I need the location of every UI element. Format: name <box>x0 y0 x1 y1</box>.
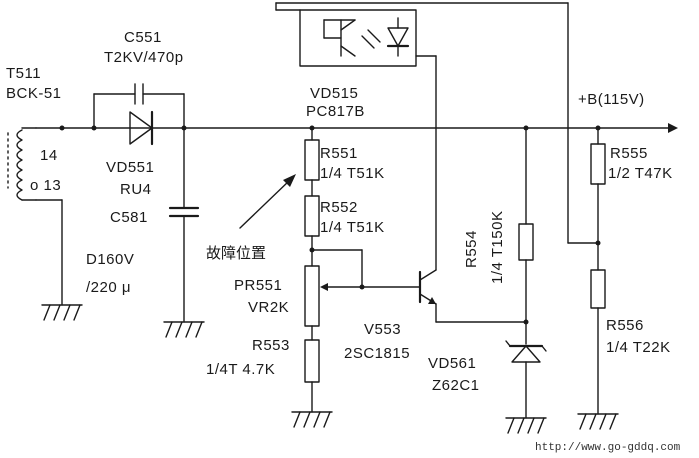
capacitor-c581 <box>163 127 205 338</box>
label-r556: R556 <box>606 317 644 334</box>
right-divider <box>577 127 619 430</box>
label-pin13: o 13 <box>30 177 61 194</box>
label-plus-b: +B(115V) <box>578 91 645 108</box>
label-bck51: BCK-51 <box>6 85 62 102</box>
r554-zener-branch <box>505 127 547 434</box>
label-vd561: VD561 <box>428 355 476 372</box>
label-vd515: VD515 <box>310 85 358 102</box>
optocoupler-pc817b <box>299 9 417 67</box>
watermark-url: http://www.go-gddq.com <box>535 442 681 454</box>
label-r553: R553 <box>252 337 290 354</box>
label-r555-value: 1/2 T47K <box>608 165 673 182</box>
label-vr2k: VR2K <box>248 299 289 316</box>
label-d160v: D160V <box>86 251 134 268</box>
label-cap-value: /220 μ <box>86 279 131 296</box>
label-r555: R555 <box>610 145 648 162</box>
label-z62c1: Z62C1 <box>432 377 480 394</box>
transformer-t511 <box>7 127 37 201</box>
diode-vd551 <box>129 110 154 146</box>
rail-arrow <box>668 123 678 133</box>
label-c581: C581 <box>110 209 148 226</box>
transistor-v553 <box>418 269 527 323</box>
label-r554: R554 <box>463 230 480 268</box>
divider-chain <box>291 127 421 428</box>
label-pin14: 14 <box>40 147 58 164</box>
fault-arrow <box>239 174 296 229</box>
label-t511: T511 <box>6 65 41 82</box>
label-ru4: RU4 <box>120 181 152 198</box>
snubber-c551 <box>93 83 185 129</box>
label-fault-location: 故障位置 <box>206 244 266 262</box>
label-r552: R552 <box>320 199 358 216</box>
label-2sc1815: 2SC1815 <box>344 345 410 362</box>
label-vd551: VD551 <box>106 159 154 176</box>
label-r552-value: 1/4 T51K <box>320 219 385 236</box>
label-r551-value: 1/4 T51K <box>320 165 385 182</box>
label-v553: V553 <box>364 321 401 338</box>
label-pc817b: PC817B <box>306 103 365 120</box>
node <box>59 125 65 131</box>
pin13-ground <box>35 199 83 321</box>
label-c551: C551 <box>124 29 162 46</box>
label-r553-value: 1/4T 4.7K <box>206 361 275 378</box>
label-r551: R551 <box>320 145 358 162</box>
label-pr551: PR551 <box>234 277 282 294</box>
label-r556-value: 1/4 T22K <box>606 339 671 356</box>
label-r554-value: 1/4 T150K <box>489 211 506 284</box>
label-c551-value: T2KV/470p <box>104 49 184 66</box>
